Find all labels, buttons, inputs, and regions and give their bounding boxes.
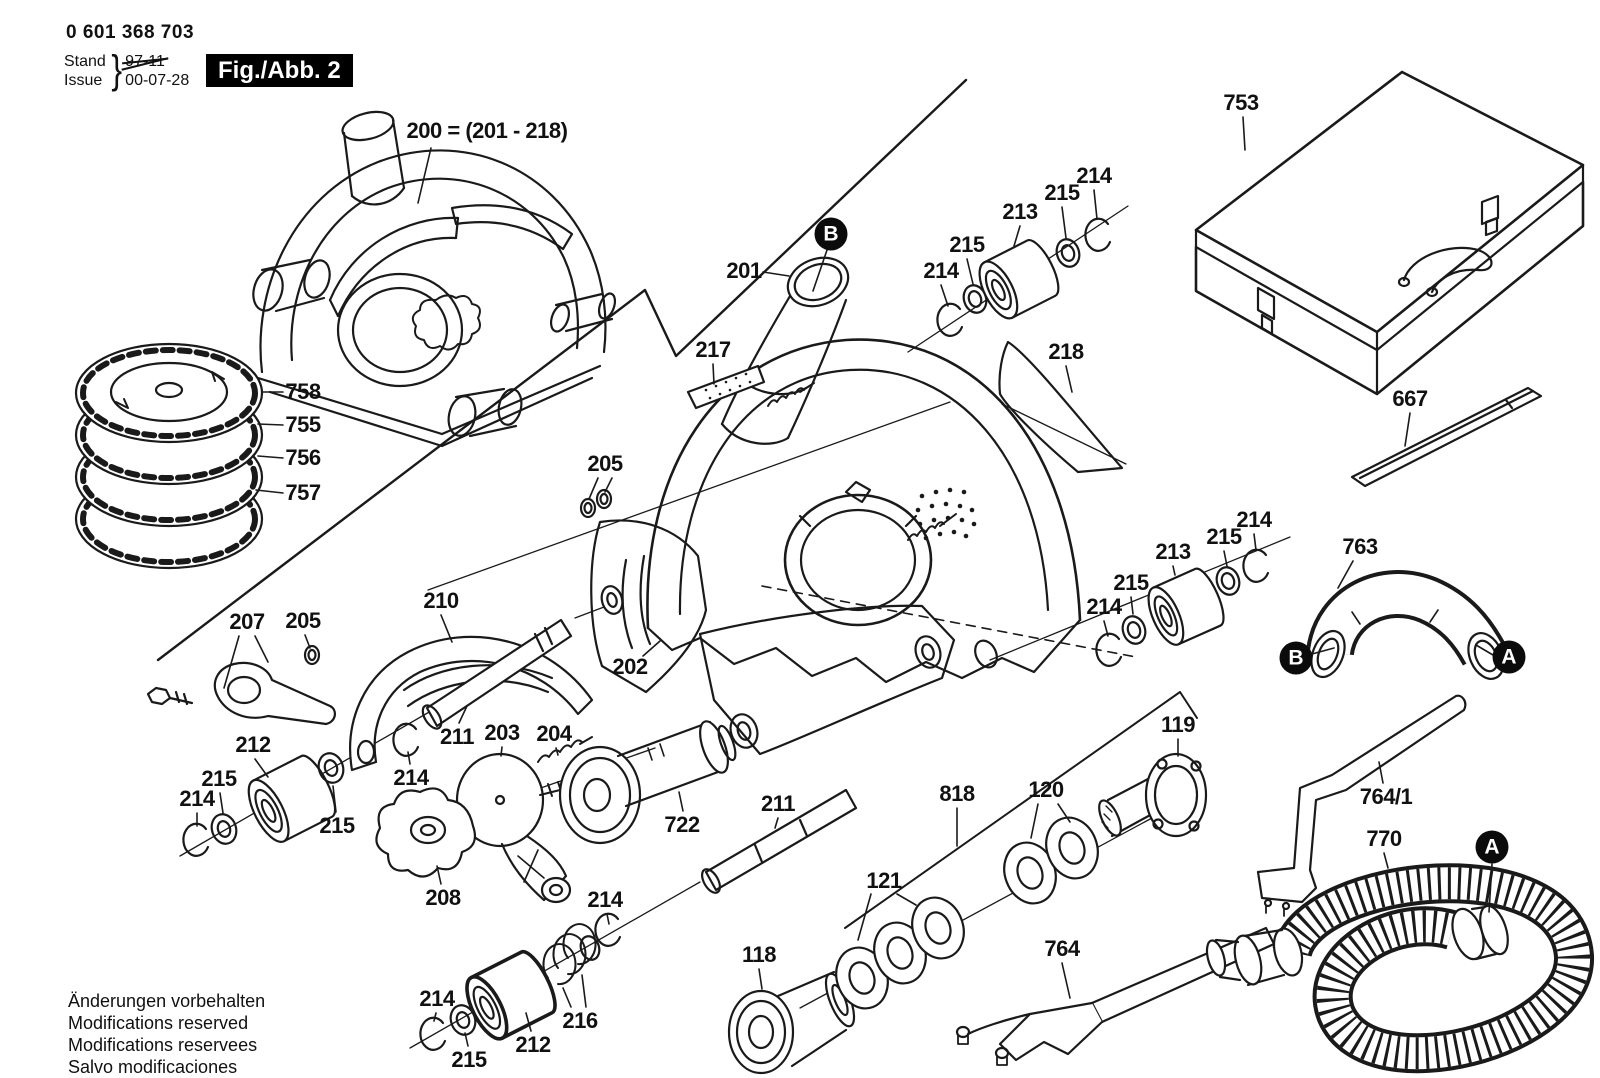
- part-label-211: 211: [761, 791, 796, 816]
- carrying-case-753: [1194, 70, 1585, 396]
- bearing-set-right: [989, 536, 1291, 667]
- leader-lines: [196, 116, 1494, 1047]
- part-number: 0 601 368 703: [66, 22, 195, 43]
- footer-disclaimer: Änderungen vorbehalten Modifications res…: [68, 990, 265, 1078]
- part-label-205: 205: [285, 608, 321, 633]
- roller-set-bottom: [409, 881, 701, 1051]
- part-label-770: 770: [1366, 826, 1402, 851]
- elbow-adapter-763: [1306, 570, 1506, 680]
- part-label-818: 818: [939, 781, 975, 806]
- part-label-202: 202: [612, 654, 648, 679]
- part-label-212: 212: [235, 732, 271, 757]
- part-label-722: 722: [664, 812, 700, 837]
- part-label-215: 215: [201, 766, 237, 791]
- part-label-212: 212: [515, 1032, 551, 1057]
- callout-A: A: [1475, 830, 1509, 864]
- callout-A: A: [1492, 640, 1526, 674]
- part-label-757: 757: [285, 480, 321, 505]
- part-label-119: 119: [1161, 712, 1196, 737]
- revision-block: Stand Issue } 97-11 00-07-28: [64, 48, 189, 93]
- part-label-121: 121: [866, 868, 902, 893]
- star-knob-208: [375, 787, 477, 878]
- part-label-201: 201: [726, 258, 762, 283]
- part-label-764: 764: [1044, 936, 1080, 961]
- part-label-200201218: 200 = (201 - 218): [406, 118, 568, 143]
- header: 0 601 368 703: [66, 22, 194, 44]
- part-label-205: 205: [587, 451, 623, 476]
- footer-line-es: Salvo modificaciones: [68, 1057, 238, 1077]
- part-label-7641: 764/1: [1359, 784, 1413, 809]
- assembled-attachment-200: [252, 110, 617, 448]
- part-label-211: 211: [440, 724, 475, 749]
- part-label-214: 214: [419, 986, 455, 1011]
- footer-line-de: Änderungen vorbehalten: [68, 991, 266, 1011]
- wear-strip-667: [1350, 386, 1543, 488]
- suction-hose-770: [1205, 863, 1594, 1074]
- part-label-753: 753: [1223, 90, 1259, 115]
- issue-value: 00-07-28: [125, 71, 190, 89]
- stand-label: Stand: [64, 52, 106, 70]
- part-label-215: 215: [319, 813, 355, 838]
- part-label-204: 204: [536, 721, 572, 746]
- clamp-lever-207: [146, 644, 336, 726]
- callout-B: B: [1279, 641, 1313, 675]
- part-label-213: 213: [1155, 539, 1191, 564]
- bearing-set-top: [907, 205, 1129, 353]
- bent-wrench-764-1: [1256, 694, 1467, 917]
- section-divider-line: [156, 78, 968, 662]
- part-label-217: 217: [695, 337, 731, 362]
- part-label-214: 214: [1086, 594, 1122, 619]
- figure-title-box: Fig./Abb. 2: [206, 54, 353, 87]
- revision-brace: }: [111, 48, 122, 92]
- part-label-203: 203: [484, 720, 520, 745]
- guide-arc-210: [349, 635, 594, 772]
- cam-203-spring-204: [454, 736, 656, 904]
- part-label-218: 218: [1048, 339, 1084, 364]
- cutting-disc-stack: [74, 342, 264, 570]
- part-label-763: 763: [1342, 534, 1378, 559]
- issue-label: Issue: [64, 71, 103, 89]
- part-label-207: 207: [229, 609, 265, 634]
- part-label-215: 215: [949, 232, 985, 257]
- part-label-215: 215: [1206, 524, 1242, 549]
- part-label-216: 216: [562, 1008, 598, 1033]
- handle-722: [539, 720, 737, 845]
- part-label-755: 755: [285, 412, 321, 437]
- footer-line-en: Modifications reserved: [68, 1013, 249, 1033]
- part-label-120: 120: [1028, 777, 1064, 802]
- spindle-group: [727, 691, 1208, 1075]
- pin-211-right: [701, 788, 858, 894]
- pin-211-left: [421, 606, 605, 730]
- footer-line-fr: Modifications reservees: [68, 1035, 258, 1055]
- callout-B: B: [814, 217, 848, 251]
- part-label-215: 215: [451, 1047, 487, 1072]
- part-label-214: 214: [923, 258, 959, 283]
- part-label-210: 210: [423, 588, 459, 613]
- part-label-208: 208: [425, 885, 461, 910]
- stand-value-struck: 97-11: [125, 52, 165, 70]
- part-label-756: 756: [285, 445, 321, 470]
- part-label-118: 118: [742, 942, 777, 967]
- part-label-214: 214: [393, 765, 429, 790]
- pin-wrench-764: [955, 926, 1276, 1066]
- part-label-213: 213: [1002, 199, 1038, 224]
- part-label-214: 214: [1076, 163, 1112, 188]
- roller-set-left: [179, 699, 451, 857]
- part-label-215: 215: [1113, 570, 1149, 595]
- part-label-758: 758: [285, 379, 321, 404]
- part-label-214: 214: [587, 887, 623, 912]
- part-label-214: 214: [179, 786, 215, 811]
- part-label-214: 214: [1236, 507, 1272, 532]
- part-label-667: 667: [1392, 386, 1428, 411]
- part-label-215: 215: [1044, 180, 1080, 205]
- guard-exploded: [427, 256, 1137, 756]
